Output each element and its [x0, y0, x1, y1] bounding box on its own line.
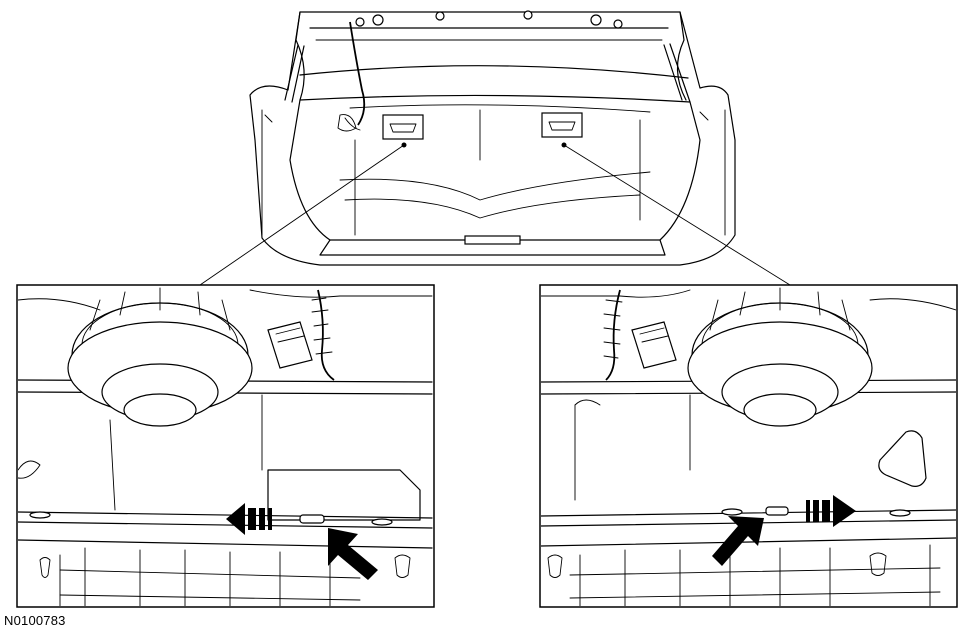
leader-line-right [563, 144, 791, 286]
detail-panel-left [16, 284, 435, 608]
detail-panel-right [539, 284, 958, 608]
trunk-overview [249, 10, 736, 266]
leader-line-left [199, 144, 405, 286]
figure-reference-id: N0100783 [4, 613, 66, 628]
release-arrow-left-icon [226, 503, 272, 535]
release-arrow-right-icon [806, 495, 856, 527]
push-arrow-left-icon [328, 528, 378, 580]
push-arrow-right-icon [712, 516, 764, 566]
